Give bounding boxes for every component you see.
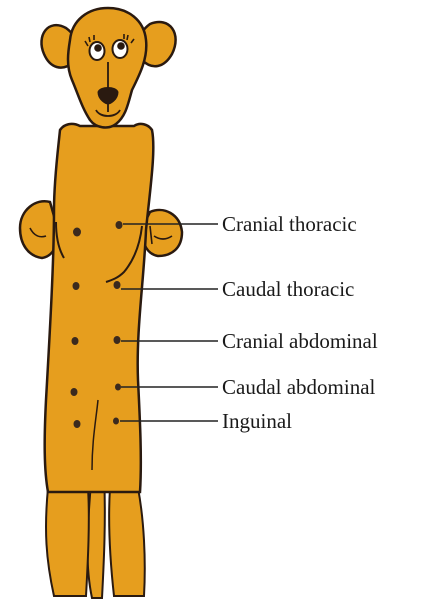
nipple-caudal-abdominal-left bbox=[71, 388, 78, 396]
nipple-cranial-abdominal-left bbox=[72, 337, 79, 345]
left-hind-leg bbox=[46, 488, 89, 596]
nipple-inguinal-left bbox=[74, 420, 81, 428]
label-caudal-thoracic: Caudal thoracic bbox=[222, 277, 354, 301]
nipple-inguinal-right bbox=[113, 418, 119, 425]
nipple-caudal-thoracic-right bbox=[114, 281, 121, 289]
nipple-cranial-abdominal-right bbox=[114, 336, 121, 344]
label-cranial-abdominal: Cranial abdominal bbox=[222, 329, 378, 353]
nipple-caudal-abdominal-right bbox=[115, 384, 121, 391]
right-hind-leg bbox=[109, 488, 145, 596]
left-pupil bbox=[95, 45, 102, 52]
label-cranial-thoracic: Cranial thoracic bbox=[222, 212, 357, 236]
nipple-caudal-thoracic-left bbox=[73, 282, 80, 290]
nipple-cranial-thoracic-left bbox=[73, 228, 81, 237]
label-caudal-abdominal: Caudal abdominal bbox=[222, 375, 376, 399]
right-pupil bbox=[118, 43, 125, 50]
body bbox=[45, 124, 154, 492]
label-inguinal: Inguinal bbox=[222, 409, 292, 433]
nipple-cranial-thoracic-right bbox=[116, 221, 123, 229]
